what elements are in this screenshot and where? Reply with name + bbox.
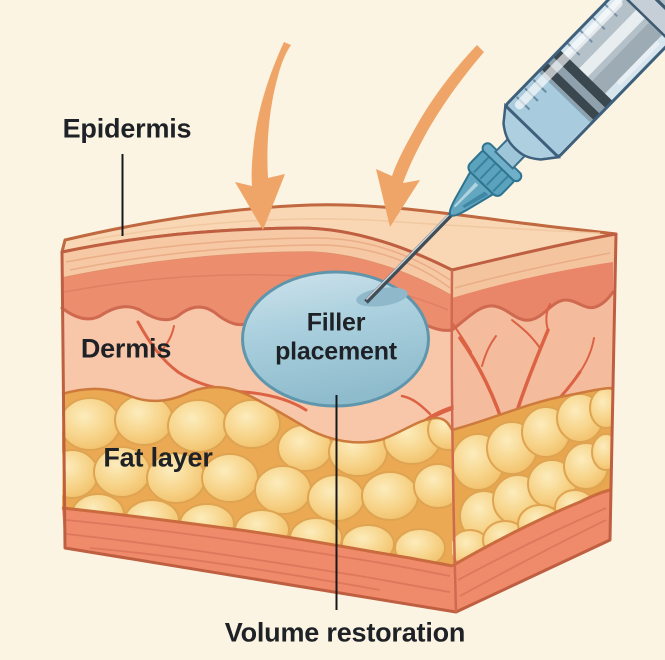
volume-restoration-label: Volume restoration <box>224 617 466 648</box>
side-face <box>450 234 616 612</box>
needle <box>364 212 453 304</box>
epidermis-label: Epidermis <box>62 113 192 144</box>
corner-edge <box>450 269 458 613</box>
plunger-stopper <box>539 50 613 123</box>
pressure-arrow-left <box>235 42 291 230</box>
needle-hub <box>448 170 495 217</box>
finger-flange <box>600 0 665 59</box>
dermis-label: Dermis <box>80 333 172 364</box>
block-outline <box>60 226 618 614</box>
syringe <box>364 0 665 304</box>
pressure-arrows <box>235 42 484 230</box>
fat-layer-label: Fat layer <box>103 442 213 473</box>
pressure-arrow-right <box>376 45 484 227</box>
muscle-layer-front <box>61 506 456 612</box>
muscle-layer-side <box>451 488 611 612</box>
filler-placement-label: Filler placement <box>275 308 397 365</box>
